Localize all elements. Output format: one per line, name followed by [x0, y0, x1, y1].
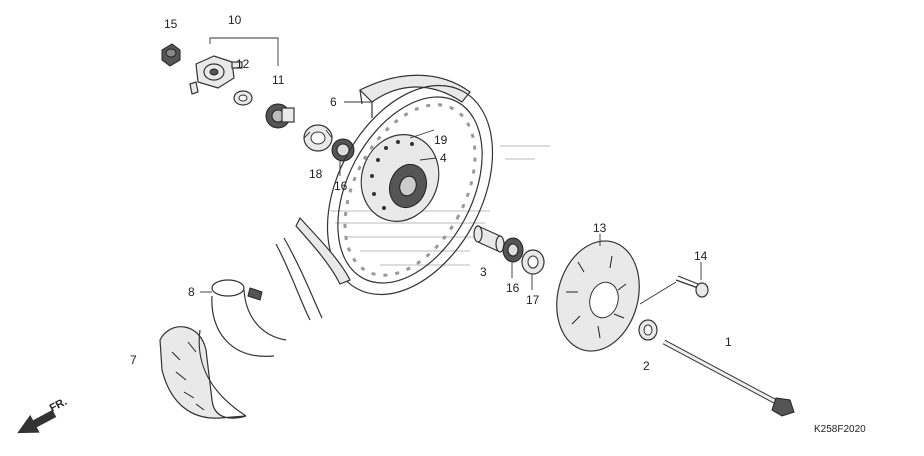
part-17-dust-seal [521, 249, 545, 275]
part-7-tire [159, 326, 247, 419]
label-10: 10 [228, 13, 242, 27]
part-14-bolt [675, 275, 709, 298]
part-6-rim-band [358, 74, 471, 118]
lead-4 [419, 157, 437, 161]
part-13-brake-disc [556, 240, 640, 352]
label-11: 11 [272, 73, 285, 87]
part-11-gear [265, 103, 295, 129]
part-3-collar [473, 225, 505, 253]
diagram-code: K258F2020 [814, 424, 866, 435]
label-14: 14 [694, 249, 708, 263]
part-10-gearbox [189, 55, 243, 95]
part-4-hub [360, 134, 440, 222]
label-7: 7 [130, 353, 137, 367]
label-6: 6 [330, 95, 337, 109]
front-arrow-icon [17, 409, 57, 434]
part-1-axle [662, 339, 795, 417]
label-12: 12 [236, 57, 250, 71]
label-15: 15 [164, 17, 178, 31]
part-16-bearing-upper [331, 138, 355, 162]
part-16-bearing-lower [502, 237, 524, 263]
label-13: 13 [593, 221, 607, 235]
part-2-collar [638, 319, 658, 341]
part-12-washer [233, 90, 253, 106]
rim-strip [275, 243, 311, 321]
part-8-inner-tube [211, 279, 287, 357]
front-label: FR. [48, 396, 69, 415]
label-3: 3 [480, 265, 487, 279]
label-16a: 16 [334, 179, 348, 193]
label-18: 18 [309, 167, 323, 181]
bracket-10 [209, 37, 279, 66]
label-19: 19 [434, 133, 448, 147]
lead-14-to-disc [639, 281, 677, 305]
label-4: 4 [440, 151, 447, 165]
label-8: 8 [188, 285, 195, 299]
label-2: 2 [643, 359, 650, 373]
tire-fragment [295, 216, 351, 285]
label-17: 17 [526, 293, 540, 307]
wheel-rim [326, 84, 494, 296]
label-1: 1 [725, 335, 732, 349]
label-16b: 16 [506, 281, 520, 295]
part-18-dust-seal [303, 124, 333, 152]
part-15-nut [161, 43, 181, 67]
rim-strip-edge [283, 237, 323, 319]
lead-19 [409, 129, 435, 139]
